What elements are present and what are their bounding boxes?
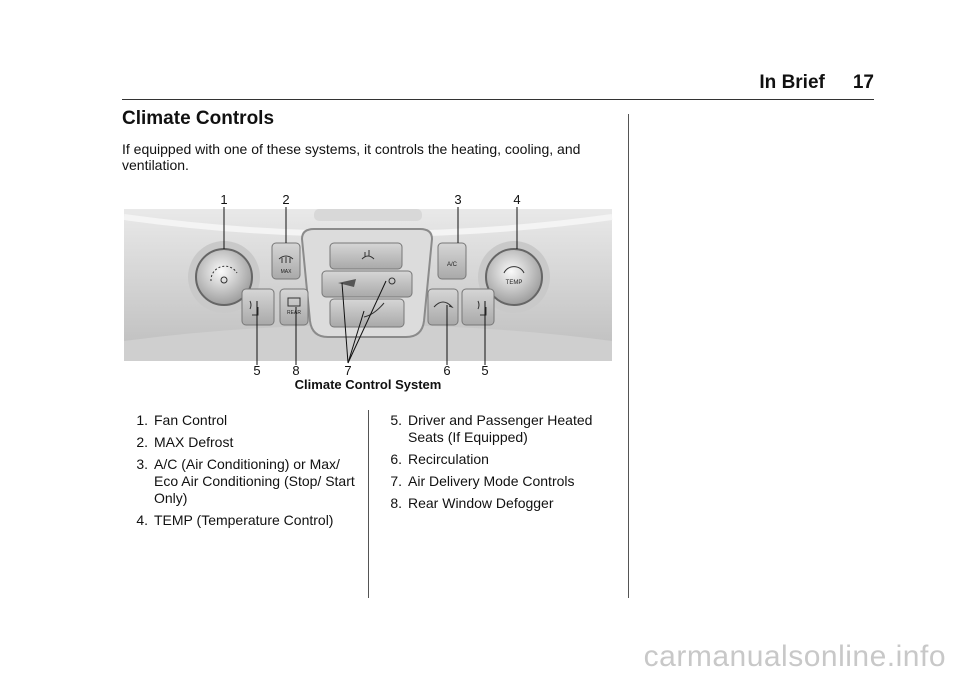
ac-label: A/C [447,262,458,268]
callout-5-right: 5 [481,363,488,377]
windshield-defrost-icon [361,250,375,260]
list-item: 6.Recirculation [390,451,489,467]
list-item: 3.A/C (Air Conditioning) or Max/ Eco Air… [136,456,355,506]
callout-6: 6 [443,363,450,377]
list-item: 2.MAX Defrost [136,434,234,450]
list-item: 7.Air Delivery Mode Controls [390,473,575,489]
callout-2: 2 [282,192,289,207]
list-item: 4.TEMP (Temperature Control) [136,512,334,528]
section-title: In Brief [759,72,825,93]
callout-8: 8 [292,363,299,377]
page-header: In Brief 17 [122,72,874,94]
list-item: 1.Fan Control [136,412,228,428]
callout-5-left: 5 [253,363,260,377]
watermark: carmanualsonline.info [643,640,946,673]
max-label: MAX [281,269,293,275]
header-divider [122,99,874,100]
recirculation-icon [433,301,454,309]
temp-label: TEMP [506,280,523,286]
page-number: 17 [852,72,874,93]
callout-3: 3 [454,192,461,207]
list-divider [368,410,369,598]
rear-label: REAR [287,310,301,316]
rear-defog-icon [287,297,301,307]
vent-mode-icon [338,279,356,287]
heated-seat-icon [249,300,259,316]
max-defrost-icon [278,255,294,263]
figure-caption: Climate Control System [294,377,442,392]
legend-list-left: 1.Fan Control 2.MAX Defrost 3.A/C (Air C… [122,412,358,534]
climate-control-figure: TEMP MAX A/C REAR 1 2 3 4 [124,192,613,377]
callout-1: 1 [220,192,227,207]
list-item: 5.Driver and Passenger Heated Seats (If … [390,412,593,445]
page-title: Climate Controls [122,108,275,129]
list-item: 8.Rear Window Defogger [390,495,554,511]
legend-list-right: 5.Driver and Passenger Heated Seats (If … [376,412,616,517]
fan-icon [210,265,238,284]
callout-7: 7 [344,363,351,377]
column-divider [628,114,629,598]
intro-paragraph: If equipped with one of these systems, i… [122,141,581,173]
temp-control-knob [485,248,543,306]
callout-4: 4 [513,192,520,207]
